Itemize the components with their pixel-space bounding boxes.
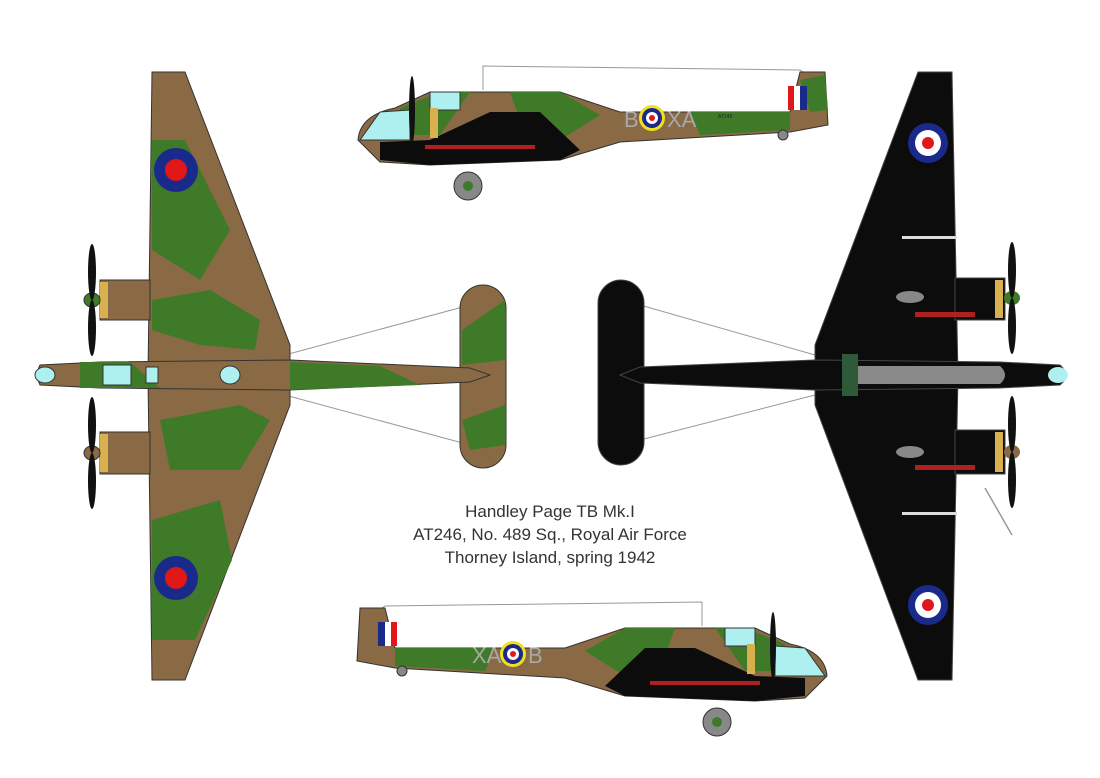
tail-wheel [777, 129, 789, 141]
caption-location-date: Thorney Island, spring 1942 [444, 548, 656, 567]
roundel-upper-wing [154, 148, 198, 192]
underside-view [597, 71, 1068, 681]
top-engine-upper [83, 244, 151, 356]
underside-engine-lower [896, 396, 1020, 508]
starboard-side-view: B XA AT246 [357, 65, 829, 201]
code-letter: B [624, 107, 639, 132]
serial-number: AT246 [718, 114, 733, 120]
roundel-lower-wing [154, 556, 198, 600]
caption-unit: AT246, No. 489 Sq., Royal Air Force [413, 525, 687, 544]
torpedo [858, 366, 1005, 384]
caption-aircraft-type: Handley Page TB Mk.I [465, 502, 635, 521]
port-side-view [356, 601, 828, 737]
underside-engine-upper [896, 242, 1020, 354]
side-fin-flash [788, 86, 807, 110]
squadron-code: XA [667, 107, 697, 132]
port-code-letter: B [528, 643, 543, 668]
port-code-letters: XA [472, 643, 502, 668]
top-view [34, 71, 507, 681]
roundel-underside-upper [908, 123, 948, 163]
caption: Handley Page TB Mk.I AT246, No. 489 Sq.,… [380, 500, 720, 569]
top-engine-lower [83, 397, 151, 509]
roundel-underside-lower [908, 585, 948, 625]
side-roundel [639, 105, 665, 131]
